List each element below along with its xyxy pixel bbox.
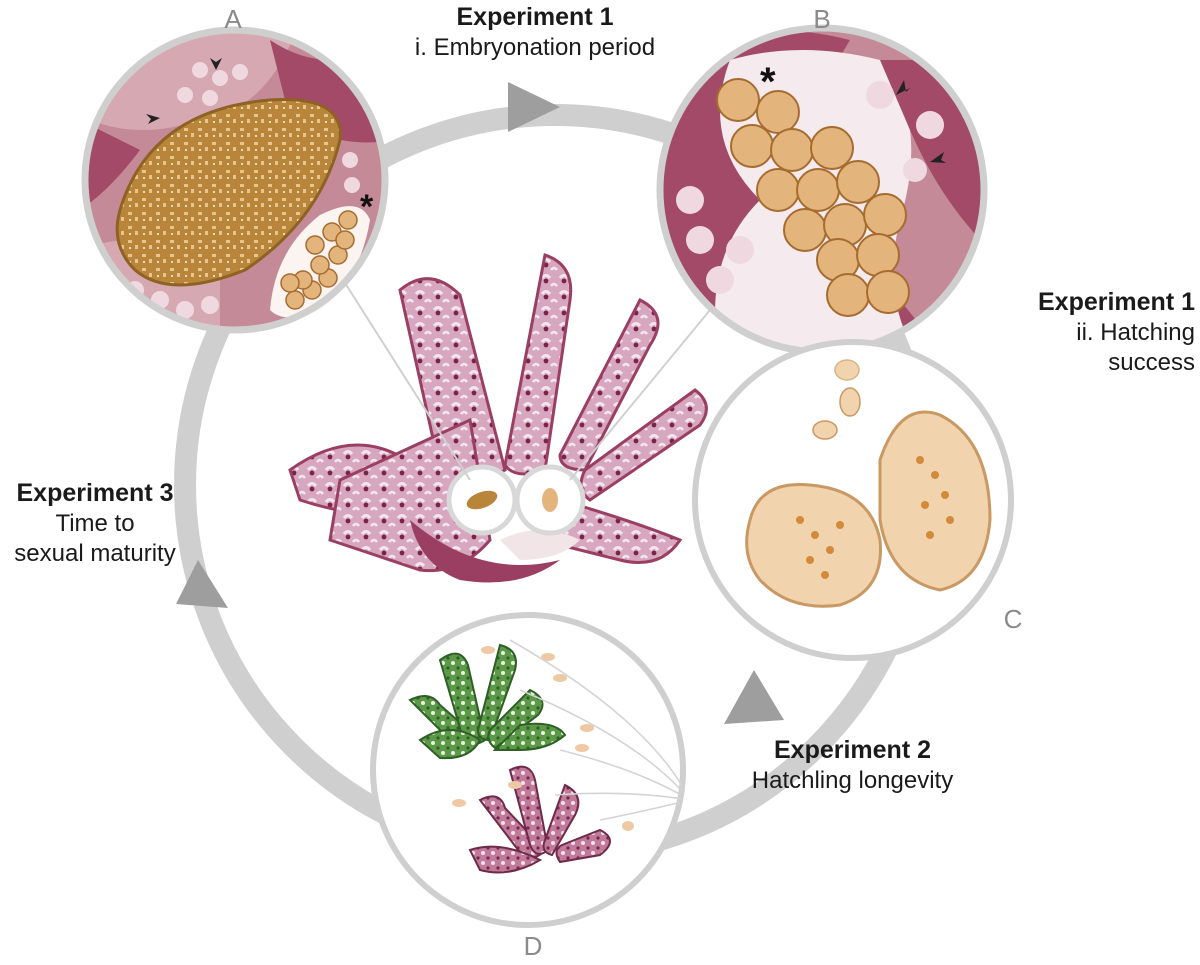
label-experiment-3: Experiment 3 Time to sexual maturity: [0, 478, 190, 569]
panel-c: [692, 339, 1014, 661]
panel-d: [370, 612, 686, 928]
asterisk-icon: *: [760, 60, 776, 104]
label-subtitle: Hatchling longevity: [751, 767, 954, 795]
panel-letter-d: D: [524, 931, 543, 960]
cycle-arrowhead-left: [176, 560, 228, 608]
arrowhead-marker-icon: [210, 58, 222, 70]
label-experiment-1-hatching: Experiment 1 ii. Hatching success: [995, 287, 1195, 378]
panel-letter-a: A: [224, 4, 242, 34]
label-title: Experiment 1: [456, 3, 614, 31]
embryo-cluster-a: [280, 210, 358, 310]
asterisk-icon: *: [360, 188, 374, 226]
label-subtitle-line2: sexual maturity: [14, 540, 176, 568]
label-subtitle: ii. Hatching success: [1076, 319, 1195, 377]
cycle-arrowhead-top: [508, 82, 560, 132]
planula-large-left: [745, 482, 882, 608]
oocyte-a: [115, 98, 342, 287]
zoom-line-a: [339, 274, 471, 481]
embryo-cluster-b: [716, 78, 910, 317]
arrowhead-marker-icon: [896, 80, 910, 95]
arrowhead-marker-icon: [930, 152, 946, 163]
label-title: Experiment 3: [16, 479, 174, 507]
label-experiment-1-embryonation: Experiment 1 i. Embryonation period: [370, 2, 700, 63]
label-subtitle-line1: Time to: [55, 510, 135, 538]
label-subtitle: i. Embryonation period: [414, 34, 656, 62]
arrowhead-marker-icon: [146, 114, 160, 124]
label-title: Experiment 2: [773, 736, 931, 764]
recruit-pink: [468, 765, 611, 874]
recruit-green: [408, 643, 567, 760]
panel-letter-b: B: [813, 4, 830, 34]
zoom-line-b: [569, 309, 711, 481]
cycle-arrowhead-right: [724, 670, 784, 724]
central-coral-colony: [288, 253, 708, 583]
panel-a: *: [81, 26, 389, 334]
label-title: Experiment 1: [1037, 288, 1195, 316]
planula-large-right: [878, 410, 992, 592]
panel-b: *: [656, 24, 988, 356]
label-experiment-2: Experiment 2 Hatchling longevity: [720, 735, 985, 796]
panel-letter-c: C: [1004, 604, 1023, 634]
